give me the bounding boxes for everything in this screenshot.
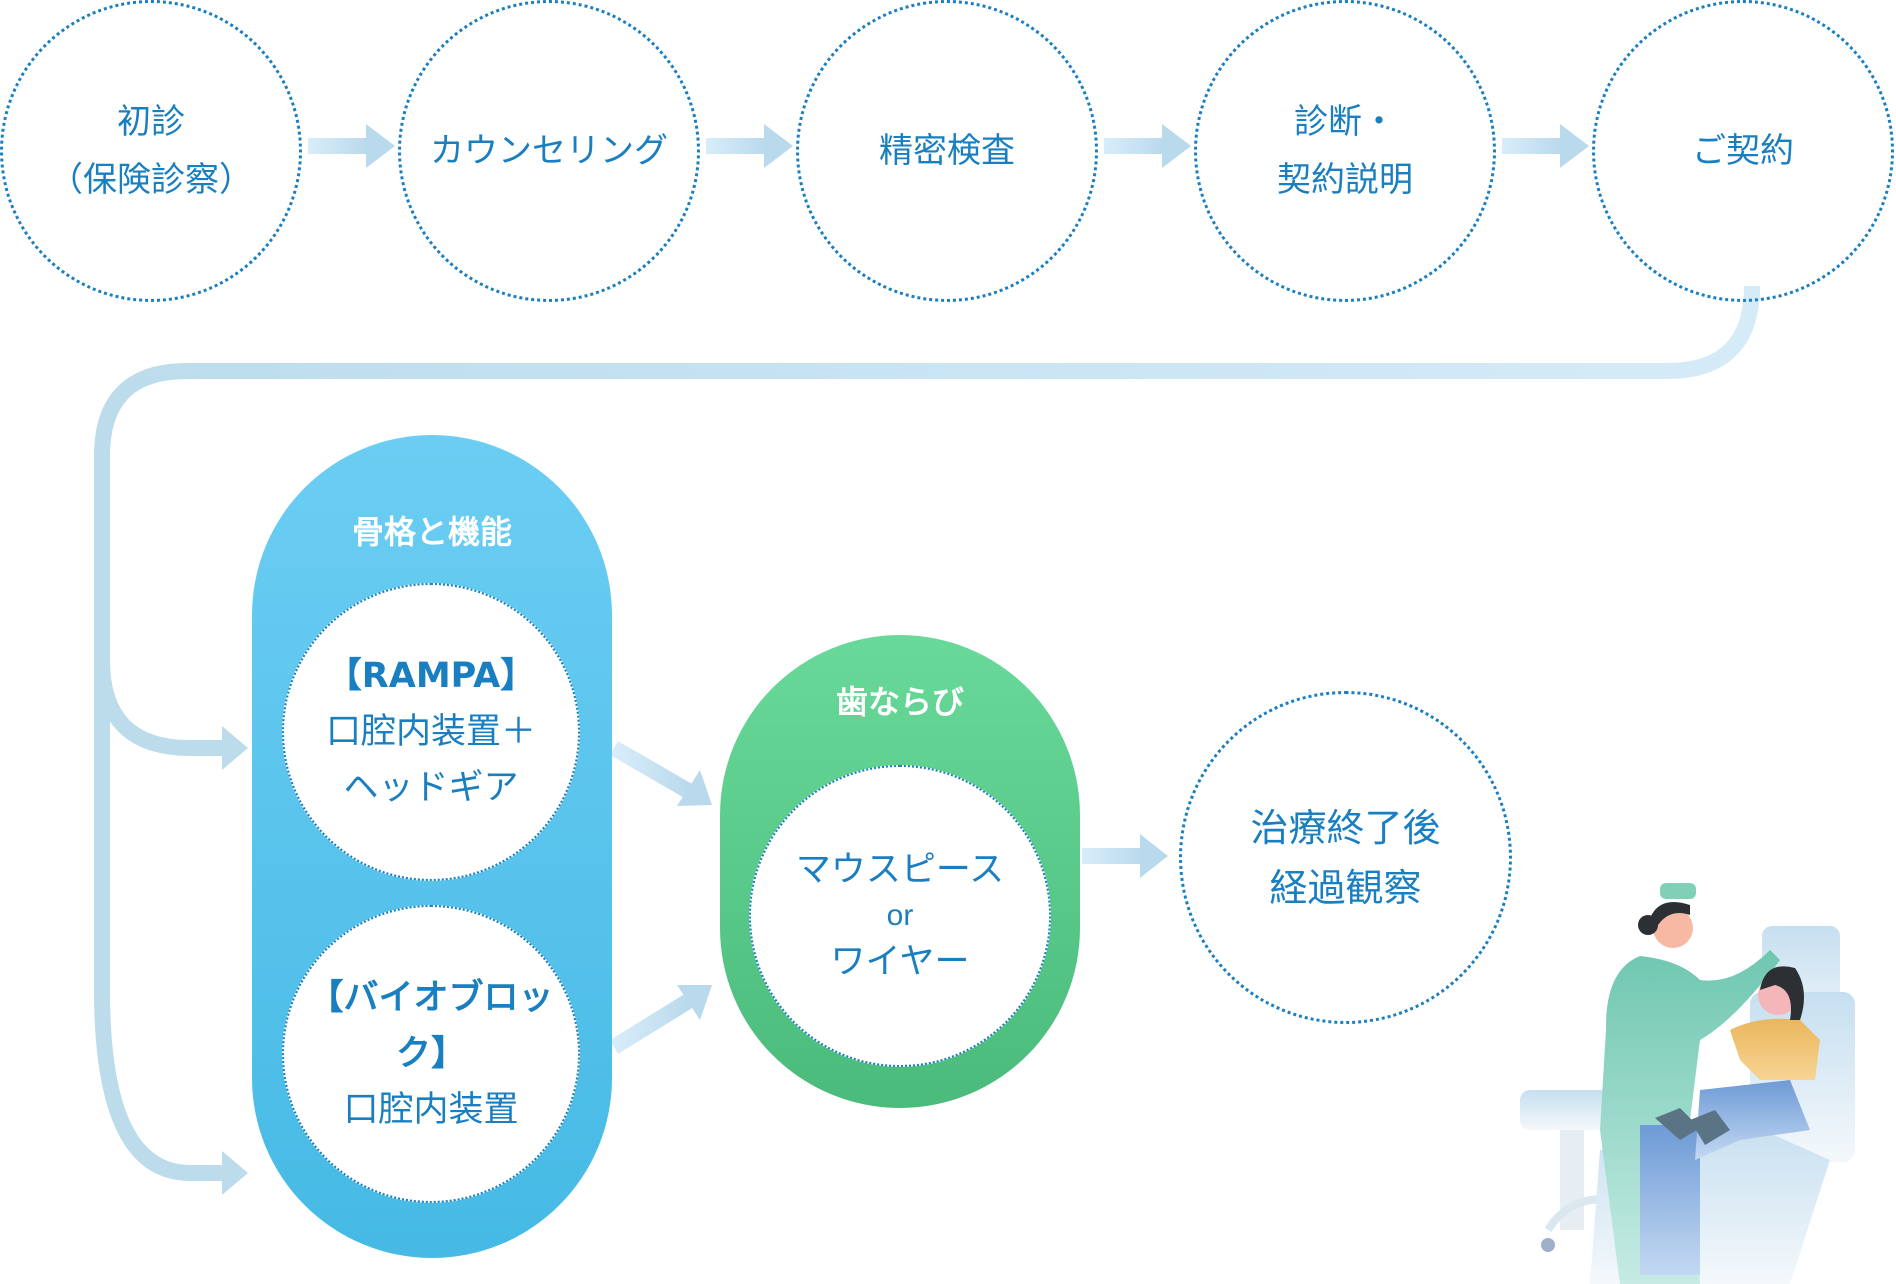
branch-lower-arrowhead	[222, 1151, 248, 1195]
branch-upper-arrowhead	[222, 726, 248, 770]
arrow-step2-to-step3	[706, 124, 793, 168]
step-label: （保険診察）	[49, 160, 253, 200]
option-or: or	[886, 899, 914, 932]
return-connector-line	[94, 285, 1760, 1000]
step-post-treatment-observation: 治療終了後 経過観察	[1179, 691, 1512, 1024]
step-initial-consultation: 初診 （保険診察）	[0, 0, 302, 302]
option-rampa: 【RAMPA】 口腔内装置＋ ヘッドギア	[282, 583, 580, 881]
option-desc: ヘッドギア	[343, 768, 519, 808]
step-label: 契約説明	[1277, 160, 1413, 200]
nurse	[1600, 883, 1780, 1284]
patient	[1655, 966, 1820, 1160]
arrow-step4-to-step5	[1502, 124, 1589, 168]
step-label: カウンセリング	[430, 131, 668, 171]
step-label: 精密検査	[879, 131, 1015, 171]
arrow-step1-to-step2	[308, 124, 395, 168]
skeleton-function-group: 骨格と機能 【RAMPA】 口腔内装置＋ ヘッドギア 【バイオブロック】 口腔内…	[252, 435, 612, 1258]
step-detailed-exam: 精密検査	[796, 0, 1098, 302]
arrow-rampa-to-teeth	[609, 741, 712, 806]
branch-lower-line	[94, 989, 226, 1181]
step-counseling: カウンセリング	[398, 0, 700, 302]
arrow-step3-to-step4	[1104, 124, 1191, 168]
option-desc: 口腔内装置＋	[325, 712, 536, 752]
arrow-teeth-to-final	[1082, 834, 1168, 878]
option-desc: 口腔内装置	[343, 1090, 519, 1130]
branch-upper-line	[94, 659, 226, 756]
step-label: 診断・	[1294, 102, 1396, 142]
step-label: 治療終了後	[1250, 805, 1441, 850]
step-label: ご契約	[1692, 131, 1794, 171]
step-contract: ご契約	[1592, 0, 1894, 302]
step-label: 初診	[117, 102, 185, 142]
step-diagnosis: 診断・ 契約説明	[1194, 0, 1496, 302]
group-title: 歯ならび	[835, 683, 964, 721]
arrow-bioblock-to-teeth	[609, 985, 712, 1054]
option-name: 【RAMPA】	[326, 656, 536, 696]
option-wire: ワイヤー	[830, 942, 970, 982]
option-bioblock: 【バイオブロック】 口腔内装置	[282, 905, 580, 1203]
option-mouthpiece-or-wire: マウスピース or ワイヤー	[749, 765, 1051, 1067]
step-label: 経過観察	[1269, 865, 1422, 910]
teeth-alignment-group: 歯ならび マウスピース or ワイヤー	[720, 635, 1080, 1108]
group-title: 骨格と機能	[351, 513, 512, 551]
option-name: 【バイオブロック】	[308, 978, 554, 1074]
option-mouthpiece: マウスピース	[795, 850, 1005, 890]
